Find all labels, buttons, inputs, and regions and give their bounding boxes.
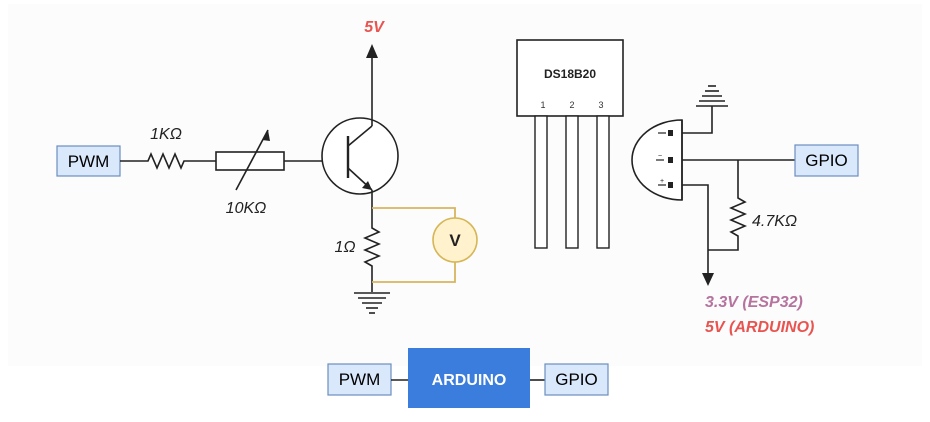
sensor-pin-2: 2 xyxy=(569,100,574,110)
vcc-label: 5V xyxy=(364,19,385,36)
bottom-pwm-box: PWM xyxy=(327,363,392,396)
sensor-leg-3 xyxy=(596,115,610,249)
meter-wire-top xyxy=(372,207,456,218)
arduino-label: ARDUINO xyxy=(432,372,507,389)
potentiometer-10k-label: 10KΩ xyxy=(226,200,267,217)
sensor-pin-1: 1 xyxy=(540,100,545,110)
arduino-block: ARDUINO xyxy=(408,348,530,408)
npn-transistor xyxy=(321,117,399,195)
supply-esp32-label: 3.3V (ESP32) xyxy=(705,294,803,311)
bottom-gpio-label: GPIO xyxy=(555,370,598,389)
sensor-name: DS18B20 xyxy=(544,67,596,81)
potentiometer-10k xyxy=(215,129,285,191)
ground-symbol-right xyxy=(696,85,728,107)
shunt-resistor xyxy=(362,190,382,292)
sensor-leg-2 xyxy=(565,115,579,249)
shunt-resistor-label: 1Ω xyxy=(334,239,355,256)
supply-wire xyxy=(682,184,709,276)
vcc-arrow xyxy=(366,44,378,58)
svg-text:+: + xyxy=(660,178,664,185)
resistor-1k-label: 1KΩ xyxy=(150,126,182,143)
pwm-input-box: PWM xyxy=(56,145,121,177)
sensor-pin-3: 3 xyxy=(598,100,603,110)
gpio-label-right: GPIO xyxy=(805,151,848,170)
pullup-resistor-label: 4.7KΩ xyxy=(752,213,797,230)
diagram-background xyxy=(8,4,922,366)
meter-wire-bottom xyxy=(372,262,456,283)
ds18b20-package: DS18B20 1 2 3 xyxy=(516,39,624,249)
svg-text:~: ~ xyxy=(658,153,662,160)
sensor-leg-1 xyxy=(534,115,548,249)
pwm-input-label: PWM xyxy=(68,152,110,171)
supply-arrow xyxy=(702,273,714,286)
voltmeter-label: V xyxy=(449,231,461,250)
bottom-gpio-box: GPIO xyxy=(544,363,609,396)
voltmeter: V xyxy=(432,217,478,263)
pullup-resistor xyxy=(708,160,748,251)
ground-symbol-left xyxy=(354,292,390,314)
supply-arduino-label: 5V (ARDUINO) xyxy=(705,319,814,336)
bottom-pwm-label: PWM xyxy=(339,370,381,389)
resistor-1k xyxy=(120,151,216,171)
gpio-box-right: GPIO xyxy=(794,144,859,177)
ground-wire-right xyxy=(682,106,713,134)
